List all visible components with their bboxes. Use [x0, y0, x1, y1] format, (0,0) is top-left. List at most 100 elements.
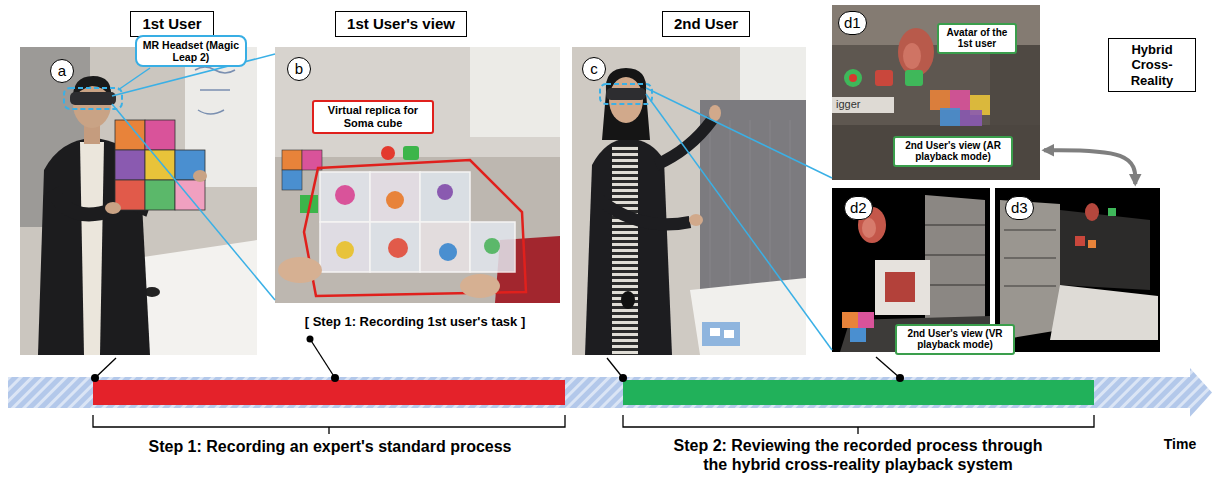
- leader-dot: [91, 374, 99, 382]
- double-arrow: [1044, 150, 1135, 184]
- callout-box: Avatar of the 1st user: [937, 23, 1017, 54]
- panel-letter: d1: [838, 11, 867, 35]
- photo-vr-playback: [850, 328, 866, 342]
- panel-letter: c: [582, 57, 606, 81]
- photo-vr-playback: [885, 272, 915, 302]
- photo-vr-room: [1000, 200, 1060, 340]
- photo-second-user: [724, 330, 734, 338]
- view-line: [112, 54, 832, 350]
- photo-second-user: [612, 146, 638, 355]
- photo-second-user: [602, 68, 650, 140]
- photo-first-user: [20, 47, 257, 355]
- photo-second-user: [621, 291, 635, 309]
- photo-first-user-view: [336, 241, 354, 259]
- photo-ar-playback: [875, 70, 893, 86]
- photo-first-user-view: [437, 184, 453, 200]
- photo-first-user-view: [381, 146, 395, 160]
- leader-dot: [619, 374, 627, 382]
- photo-first-user-view: [282, 150, 302, 170]
- photo-first-user: [193, 170, 207, 182]
- heading-box: 2nd User: [662, 11, 750, 37]
- leader-dot: [91, 336, 904, 383]
- photo-second-user: [600, 200, 690, 224]
- bracket: [93, 415, 1094, 434]
- photo-first-user: [80, 142, 104, 355]
- photo-first-user-view: [320, 172, 515, 272]
- photo-ar-playback: [832, 5, 1040, 180]
- photo-first-user-view: [304, 160, 526, 296]
- photo-first-user-view: [484, 238, 500, 254]
- photo-panel: c: [572, 47, 806, 355]
- heading-box: 1st User's view: [335, 11, 467, 37]
- photo-second-user: [572, 47, 806, 355]
- photo-panel: d3: [995, 188, 1160, 352]
- leader-dot: [307, 336, 314, 343]
- photo-ar-playback: [832, 125, 1040, 180]
- leader-line: [95, 339, 900, 378]
- photo-first-user: [20, 47, 257, 355]
- photo-ar-playback: [832, 97, 894, 113]
- photo-first-user: [145, 120, 175, 150]
- photo-first-user-view: [388, 238, 408, 258]
- photo-second-user: [585, 138, 672, 355]
- photo-first-user: [105, 202, 121, 214]
- timeline-arrow: [8, 368, 1212, 417]
- photo-first-user: [195, 67, 235, 114]
- photo-ar-playback: [898, 28, 934, 76]
- photo-ar-playback: [905, 70, 923, 86]
- panel-letter: a: [50, 59, 74, 83]
- timeline-arrow: [623, 380, 1094, 405]
- photo-vr-room: [995, 188, 1160, 352]
- photo-first-user: [70, 92, 116, 105]
- photo-first-user: [38, 138, 150, 355]
- photo-second-user: [572, 47, 806, 355]
- callout-box: 2nd User's view (VR playback mode): [895, 324, 1015, 355]
- photo-ar-playback: [849, 74, 857, 82]
- panel-letter: b: [287, 57, 311, 81]
- photo-vr-room: [1085, 203, 1099, 221]
- view-line: [112, 104, 275, 300]
- phase-label: Step 2: Reviewing the recorded process t…: [666, 436, 1051, 474]
- leader-dot: [331, 374, 339, 382]
- photo-first-user: [115, 150, 145, 180]
- panel-letter: d3: [1005, 196, 1034, 220]
- heading-box: 1st User: [130, 11, 213, 37]
- photo-first-user-view: [335, 185, 355, 205]
- photo-first-user-view: [370, 172, 420, 222]
- photo-first-user-view: [275, 47, 560, 303]
- bracket: [93, 415, 565, 434]
- photo-first-user-view: [320, 172, 370, 222]
- photo-first-user-view: [320, 222, 370, 272]
- box-label: Avatar of the 1st user: [943, 27, 1011, 50]
- box-label: 2nd User's view (VR playback mode): [901, 328, 1009, 351]
- photo-panel: bVirtual replica for Soma cube: [275, 47, 560, 303]
- photo-vr-playback: [862, 218, 876, 238]
- box-label: Virtual replica for Soma cube: [318, 104, 428, 129]
- photo-second-user: [710, 328, 720, 336]
- photo-ar-playback: [950, 90, 970, 110]
- photo-panel: a: [20, 47, 257, 355]
- leader-line: [95, 358, 116, 378]
- photo-first-user-view: [275, 47, 560, 157]
- photo-vr-playback: [858, 312, 874, 328]
- photo-ar-playback: [930, 90, 950, 110]
- phase-label: Step 1: Recording an expert's standard p…: [148, 437, 511, 456]
- sign-text: igger: [836, 98, 860, 111]
- callout-box: Virtual replica for Soma cube: [312, 100, 434, 133]
- photo-vr-room: [1004, 230, 1056, 286]
- box-label: MR Headset (Magic Leap 2): [141, 39, 241, 63]
- photo-first-user-view: [275, 47, 560, 303]
- photo-second-user: [600, 84, 652, 104]
- box-label: 1st User: [142, 15, 201, 33]
- bracket: [623, 415, 1094, 434]
- view-line: [646, 94, 832, 350]
- photo-panel: d1Avatar of the 1st user2nd User's view …: [832, 5, 1040, 180]
- timeline-arrow: [8, 377, 1190, 408]
- photo-first-user-view: [278, 257, 322, 283]
- photo-first-user-view: [470, 47, 560, 137]
- photo-first-user-view: [420, 222, 470, 272]
- photo-first-user-view: [403, 146, 419, 160]
- leader-line: [310, 339, 335, 378]
- photo-vr-room: [1075, 236, 1085, 246]
